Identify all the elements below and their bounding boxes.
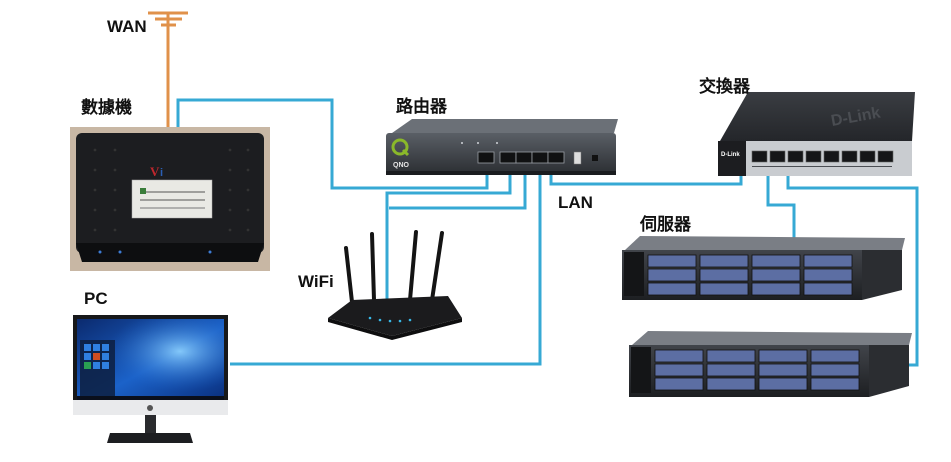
label-router: 路由器 [396, 97, 447, 116]
cable-router-wifi-2 [389, 163, 527, 210]
start-menu-icon [80, 340, 115, 396]
label-servers: 伺服器 [640, 215, 691, 234]
cable-switch-server2 [786, 160, 919, 367]
cable-switch-server1 [766, 160, 796, 238]
cable-router-pc [230, 163, 542, 366]
switch-device: D-Link D-Link [718, 92, 915, 176]
wifi-router-device [328, 230, 462, 340]
modem-device: V i [70, 127, 270, 271]
pc-device [73, 315, 228, 443]
wan-antenna-icon [148, 11, 188, 130]
server-rack-1 [622, 236, 905, 300]
cable-modem-router [176, 98, 489, 190]
router-brand: QNO [393, 162, 410, 169]
svg-text:i: i [160, 167, 163, 179]
label-wan: WAN [107, 17, 147, 36]
label-modem: 數據機 [81, 98, 132, 117]
router-logo-icon [391, 138, 410, 157]
drive-bays [647, 254, 853, 296]
cable-router-wifi [385, 163, 512, 300]
server-rack-2 [629, 331, 912, 397]
label-wifi: WiFi [298, 272, 334, 291]
label-pc: PC [84, 289, 108, 308]
svg-text:V: V [150, 164, 160, 179]
router-device: QNO [386, 119, 618, 175]
svg-text:D-Link: D-Link [721, 152, 740, 158]
label-switch: 交換器 [699, 77, 750, 96]
drive-bays [654, 349, 860, 391]
label-lan: LAN [558, 193, 593, 212]
